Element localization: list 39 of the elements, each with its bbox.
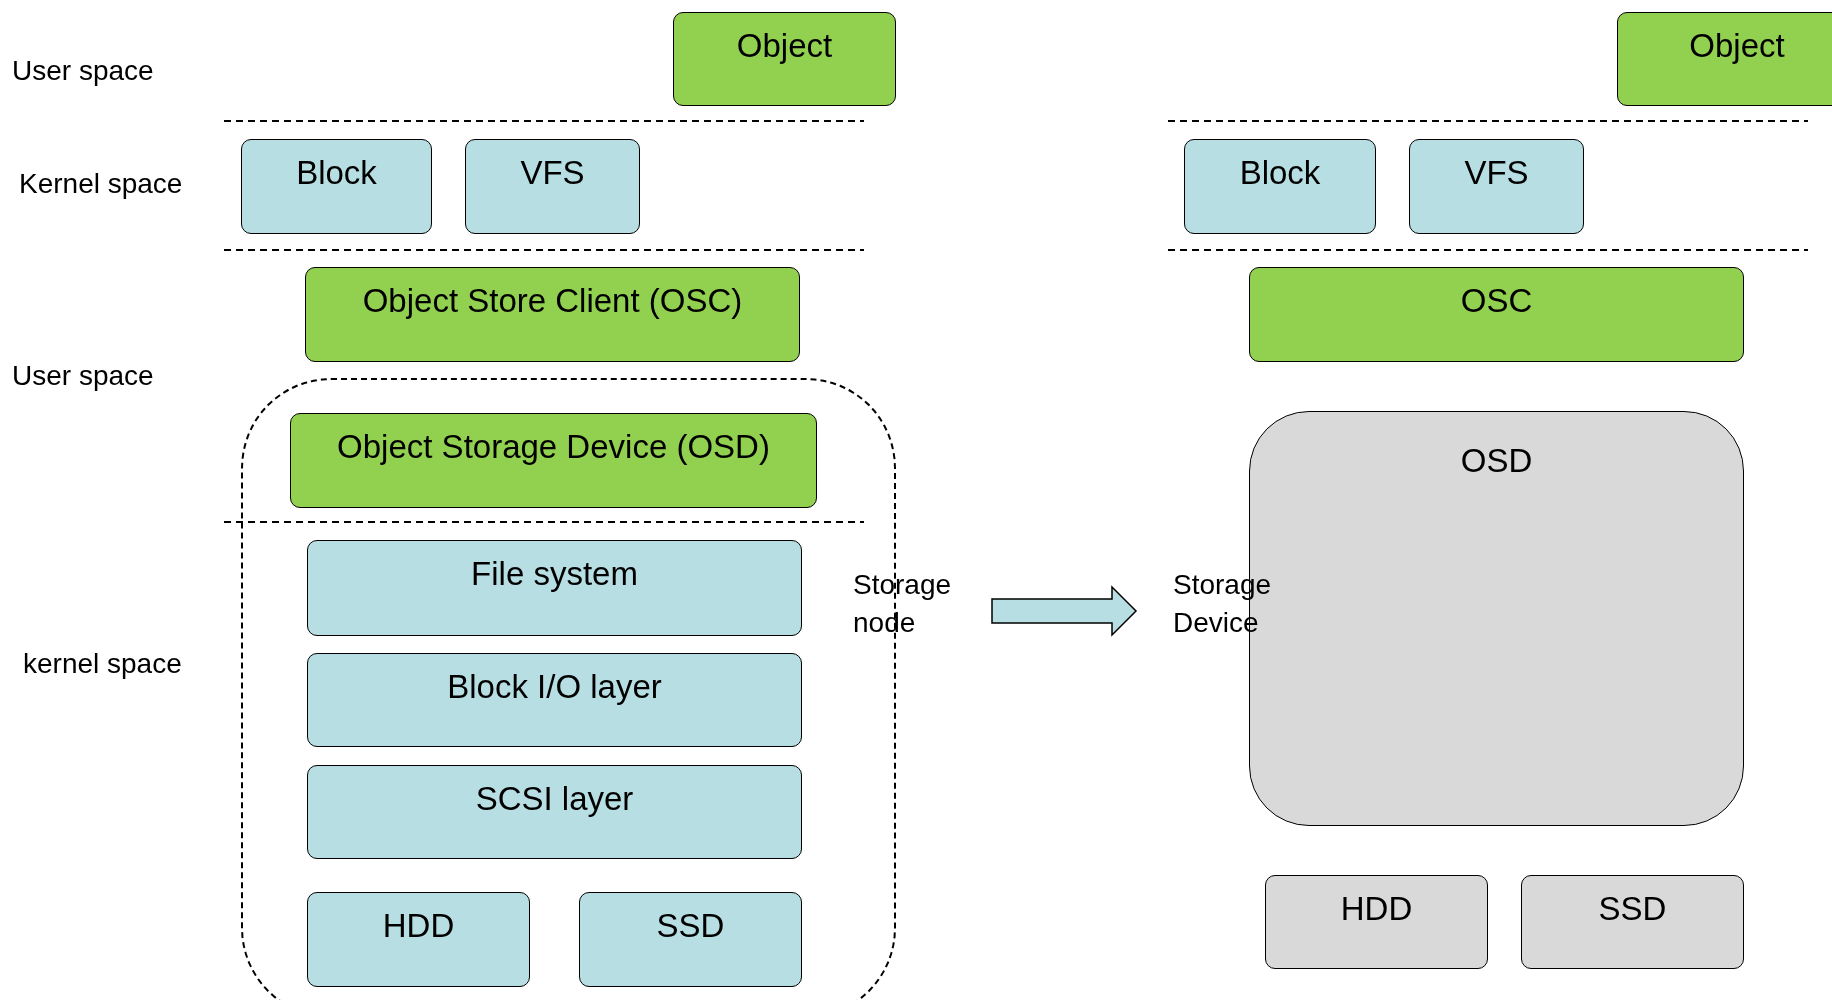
box-label: Object (735, 27, 834, 65)
box-label: SSD (655, 907, 726, 945)
box-label: Block (1238, 154, 1322, 192)
box-label: Object Storage Device (OSD) (336, 428, 771, 466)
layer-box (1249, 267, 1744, 362)
box-label: VFS (519, 154, 586, 192)
layer-box (307, 540, 802, 636)
layer-label: kernel space (23, 648, 182, 680)
box-label: File system (470, 555, 639, 593)
layer-box (305, 267, 800, 362)
layer-box (290, 413, 817, 508)
layer-box (307, 653, 802, 747)
box-label: OSD (1459, 442, 1534, 480)
layer-box (465, 139, 640, 234)
box-label: HDD (1339, 890, 1414, 928)
box-label: SCSI layer (474, 780, 635, 818)
layer-box (673, 12, 896, 106)
box-label: Object (1688, 27, 1786, 65)
box-label: HDD (381, 907, 456, 945)
layer-box (1265, 875, 1488, 969)
layer-box (307, 892, 530, 987)
box-label: Block (295, 154, 378, 192)
layer-box (1409, 139, 1584, 234)
box-label: SSD (1597, 890, 1668, 928)
layer-box (579, 892, 802, 987)
layer-box (1617, 12, 1832, 106)
layer-box (241, 139, 432, 234)
block-arrow (991, 585, 1138, 637)
layer-label: User space (12, 55, 154, 87)
layer-box (1184, 139, 1376, 234)
box-label: Block I/O layer (446, 668, 663, 706)
box-label: Object Store Client (OSC) (361, 282, 744, 320)
layer-label: User space (12, 360, 154, 392)
layer-label: Kernel space (19, 168, 183, 200)
layer-box (1521, 875, 1744, 969)
layer-box (307, 765, 802, 859)
box-label: OSC (1459, 282, 1534, 320)
box-label: VFS (1463, 154, 1530, 192)
node-caption: Storage node (853, 568, 953, 640)
